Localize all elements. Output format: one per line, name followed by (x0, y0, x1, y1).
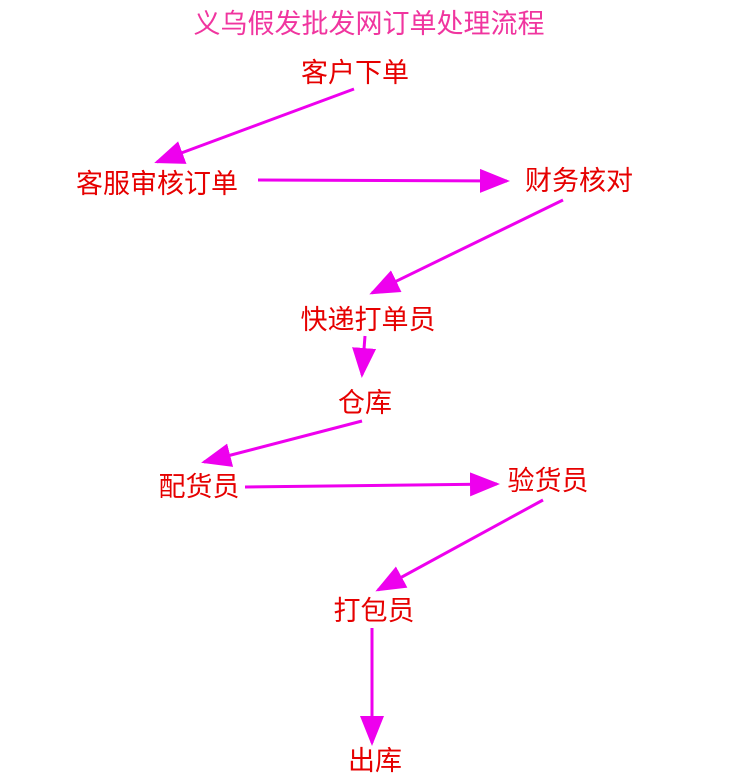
node-warehouse: 仓库 (338, 388, 392, 419)
node-shipping-out: 出库 (348, 746, 402, 777)
diagram-title: 义乌假发批发网订单处理流程 (194, 9, 545, 40)
nodes-layer: 客户下单 客服审核订单 财务核对 快递打单员 仓库 配货员 验货员 打包员 出库 (76, 58, 633, 777)
arrow-express-clerk-to-warehouse (352, 335, 377, 378)
node-picker: 配货员 (159, 472, 240, 503)
arrow-picker-to-inspector (244, 472, 500, 497)
arrow-service-review-to-finance-check (257, 168, 510, 193)
node-customer-order: 客户下单 (301, 58, 409, 89)
edges-layer (154, 87, 564, 746)
node-packer: 打包员 (334, 596, 415, 627)
arrow-finance-check-to-express-clerk (369, 198, 564, 295)
node-express-clerk: 快递打单员 (301, 305, 436, 336)
node-service-review: 客服审核订单 (76, 169, 238, 200)
arrow-customer-order-to-service-review (154, 87, 355, 164)
node-inspector: 验货员 (508, 466, 589, 497)
arrow-warehouse-to-picker (201, 419, 363, 467)
node-finance-check: 财务核对 (525, 166, 633, 197)
arrow-inspector-to-packer (375, 498, 544, 592)
